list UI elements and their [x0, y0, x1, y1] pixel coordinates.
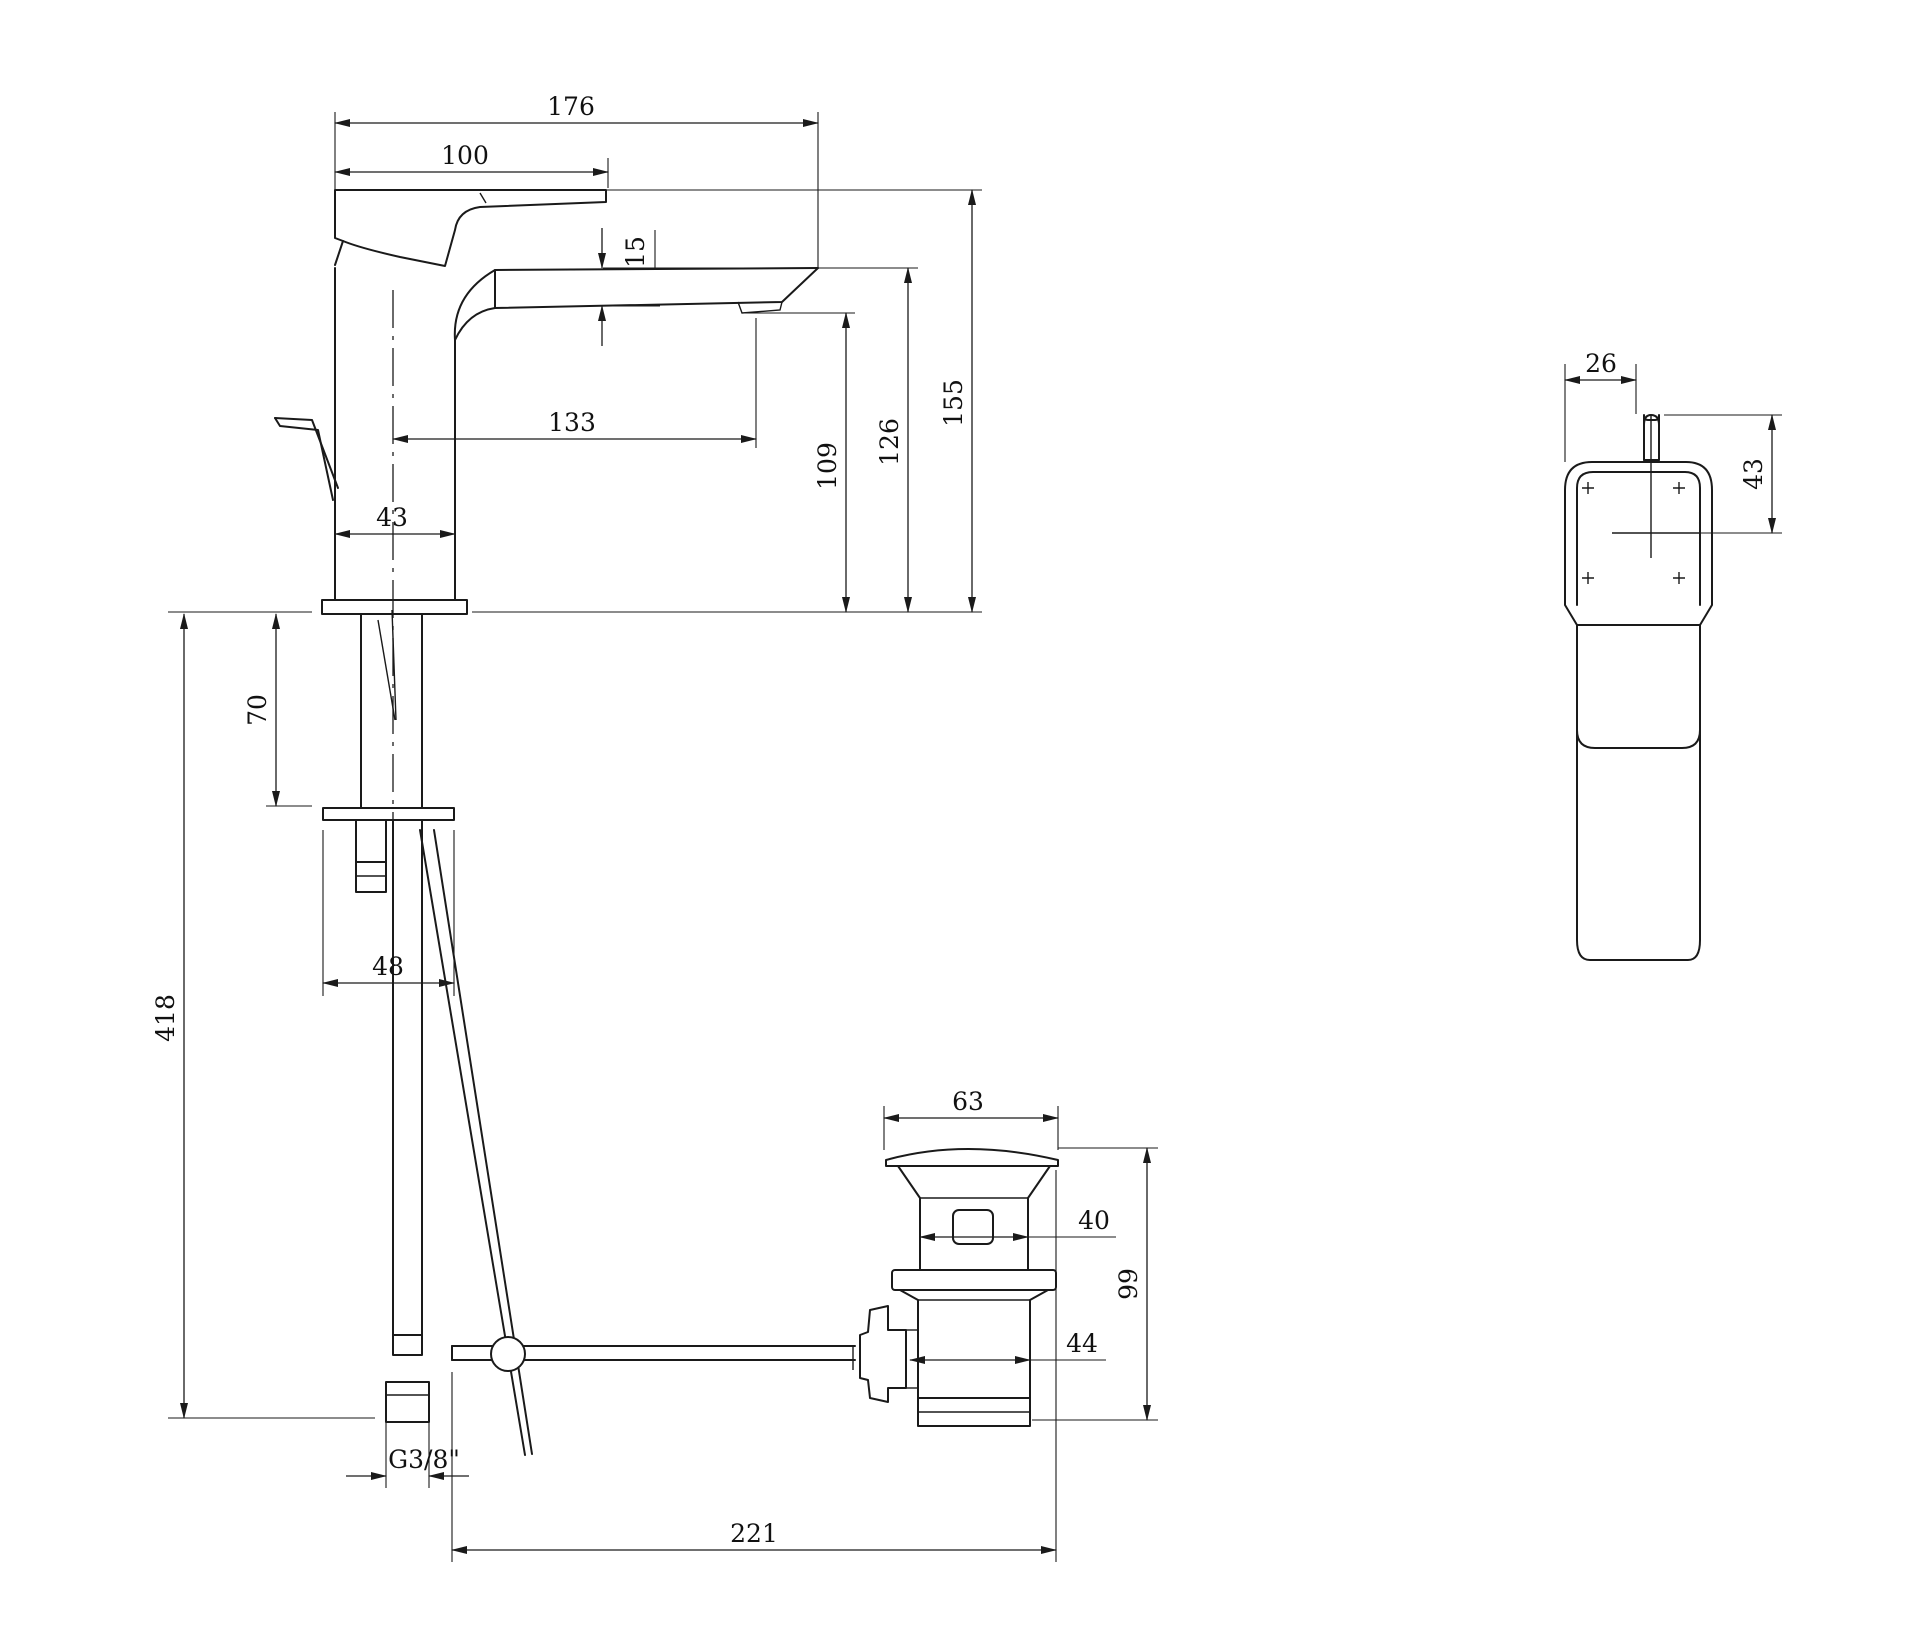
dim-63: 63	[952, 1087, 984, 1116]
waste-window	[952, 1209, 994, 1245]
waste-cap	[885, 1148, 1059, 1167]
spout-inner-curve	[454, 307, 496, 341]
popup-lever-rod-edge	[274, 417, 339, 489]
dim-43: 43	[376, 503, 408, 532]
dim-221: 221	[730, 1519, 778, 1548]
dim-133: 133	[548, 408, 596, 437]
dimension-labels: 176 100 15 155 126 109 133 43 70 48 418 …	[151, 92, 1768, 1548]
dimension-lines	[168, 112, 1782, 1562]
spout	[494, 267, 819, 309]
fixing-nut-body	[355, 819, 387, 863]
popup-waste	[852, 1148, 1059, 1427]
dim-40: 40	[1078, 1206, 1110, 1235]
pivot-ball	[490, 1336, 526, 1372]
dim-99: 99	[1114, 1268, 1143, 1300]
fixing-plate	[322, 807, 455, 821]
faucet-body	[334, 267, 819, 601]
waste-flange	[897, 1165, 1051, 1271]
waste-collar	[891, 1269, 1057, 1291]
dim-43-side: 43	[1739, 458, 1768, 490]
dim-418: 418	[151, 994, 180, 1042]
side-body	[1576, 624, 1701, 961]
faucet-side-view	[1564, 414, 1713, 961]
dim-48: 48	[372, 952, 404, 981]
side-body-line	[1576, 729, 1701, 749]
aerator	[737, 301, 783, 314]
hose-nut	[385, 1381, 430, 1423]
lever-mark	[479, 192, 487, 204]
lever-lower-edge	[334, 240, 344, 266]
dim-126: 126	[875, 418, 904, 466]
waste-side-nut	[859, 1305, 907, 1403]
waste-body	[899, 1289, 1049, 1399]
dim-thread: G3/8"	[388, 1445, 460, 1474]
dim-26: 26	[1585, 349, 1617, 378]
lever-handle	[334, 189, 607, 267]
dim-100: 100	[441, 141, 489, 170]
fixing-nut	[355, 861, 387, 893]
screw-marks	[1582, 482, 1685, 584]
dim-15: 15	[621, 236, 650, 268]
hose-fitting	[392, 1334, 423, 1356]
dim-44: 44	[1066, 1329, 1098, 1358]
base-plate	[321, 599, 468, 615]
dim-155: 155	[939, 379, 968, 427]
under-counter-assembly	[322, 609, 856, 1456]
dim-109: 109	[813, 442, 842, 490]
side-handle-cap	[1564, 461, 1713, 626]
dim-70: 70	[243, 694, 272, 726]
rod-inner-b	[377, 619, 396, 721]
popup-lever-rod	[274, 417, 334, 501]
dim-176: 176	[547, 92, 595, 121]
side-handle-inner	[1576, 471, 1701, 606]
faucet-front-view	[274, 189, 819, 1330]
rod-inner-a	[391, 609, 397, 721]
